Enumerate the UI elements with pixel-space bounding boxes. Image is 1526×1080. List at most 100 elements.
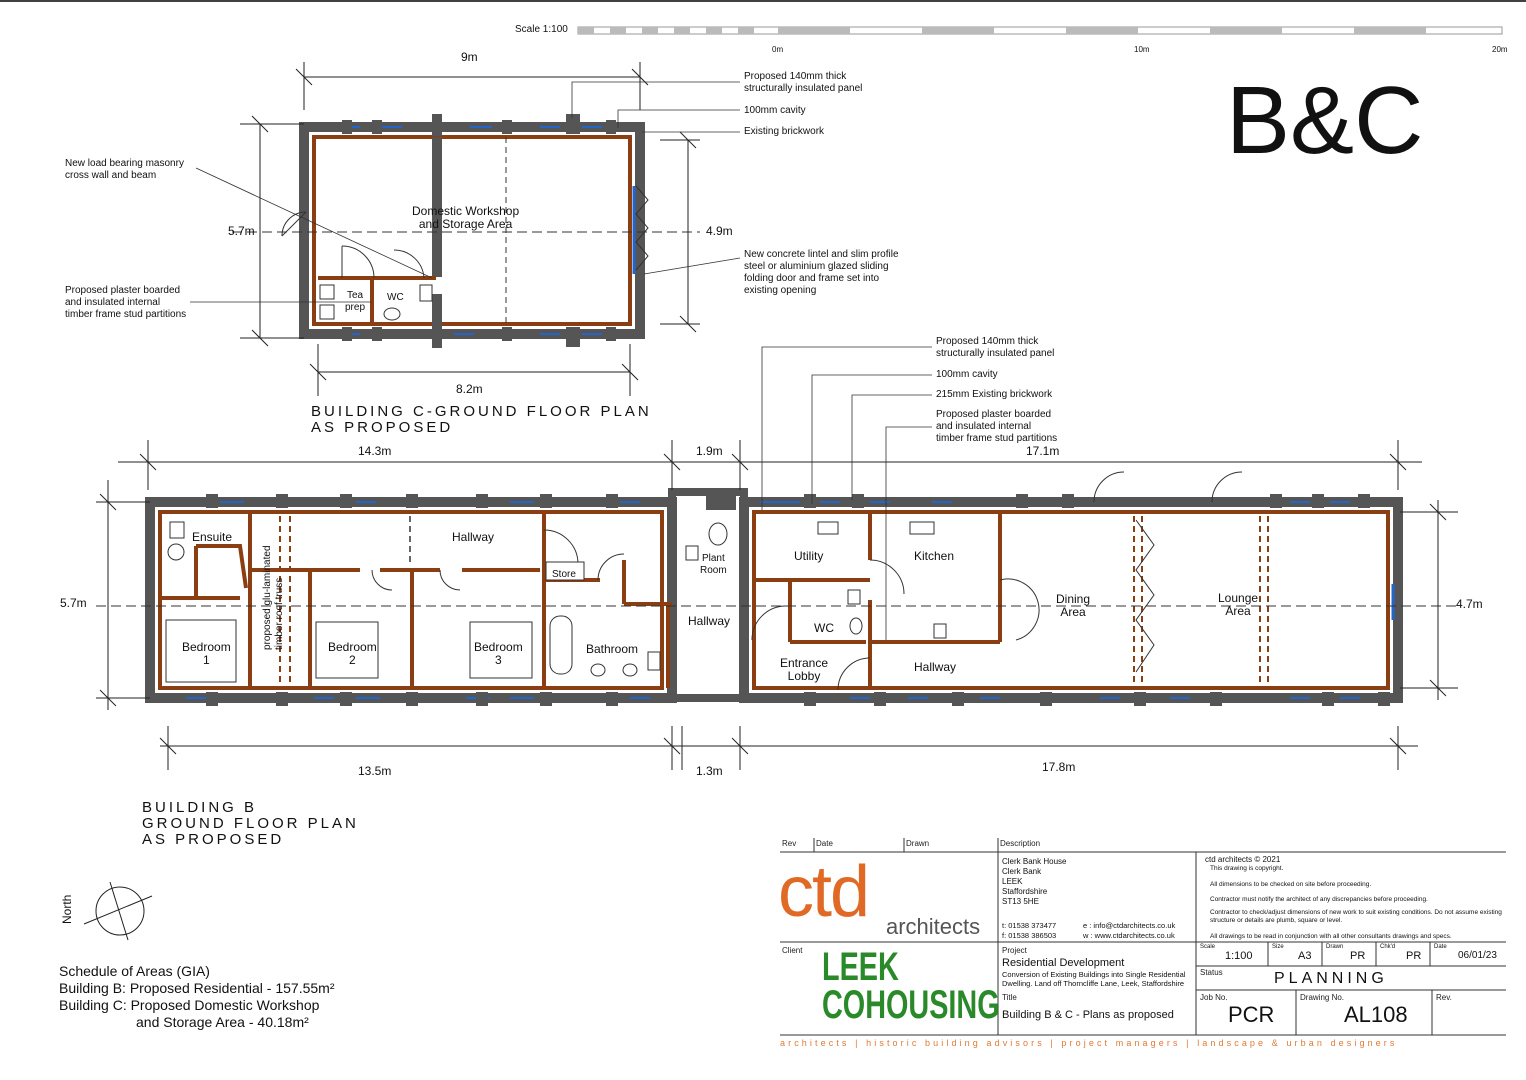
tb-footer: architects | historic building advisors …	[780, 1038, 1398, 1048]
tb-size-label: Size	[1272, 944, 1284, 950]
c-room-workshop: Domestic Workshop and Storage Area	[412, 204, 520, 231]
tb-chkd: PR	[1406, 950, 1422, 962]
building-c-plan	[190, 62, 741, 396]
tb-note-2: All dimensions to be checked on site bef…	[1210, 881, 1372, 888]
b-room-hallway-mid: Hallway	[688, 614, 731, 628]
b-truss-note: proposed glu-laminated timber roof truss	[262, 545, 285, 650]
b-room-dining: Dining Area	[1056, 592, 1091, 619]
tb-description-header: Description	[1000, 839, 1041, 848]
leek-cohousing-logo: LEEK COHOUSING	[822, 945, 1000, 1027]
c-caption: BUILDING C-GROUND FLOOR PLAN AS PROPOSED	[311, 403, 652, 436]
tb-status-label: Status	[1200, 968, 1223, 977]
tb-drawn: PR	[1350, 950, 1366, 962]
b-room-bed1: Bedroom 1	[182, 640, 231, 667]
c-note-partition: Proposed plaster boarded and insulated i…	[65, 285, 187, 320]
b-dim-left: 5.7m	[60, 596, 87, 610]
b-room-bed3: Bedroom 3	[474, 640, 523, 667]
b-room-lounge: Lounge Area	[1218, 591, 1259, 618]
tb-job: PCR	[1228, 1002, 1275, 1027]
b-dim-right: 4.7m	[1456, 597, 1483, 611]
tb-note-4: Contractor to check/adjust dimensions of…	[1210, 909, 1502, 924]
c-note-lintel: New concrete lintel and slim profile ste…	[744, 249, 899, 296]
tb-note-3: Contractor must notify the architect of …	[1210, 896, 1428, 903]
b-room-store: Store	[552, 569, 576, 580]
tb-rev-header: Rev	[782, 839, 797, 848]
b-room-ensuite: Ensuite	[192, 530, 233, 544]
drawing-title-bc: B&C	[1226, 67, 1424, 174]
b-dim-top-right: 17.1m	[1026, 444, 1060, 458]
tb-status: PLANNING	[1274, 970, 1388, 987]
b-note-cavity: 100mm cavity	[936, 369, 998, 380]
b-caption: BUILDING B GROUND FLOOR PLAN AS PROPOSED	[142, 799, 359, 848]
north-label: North	[60, 894, 74, 924]
c-note-panel: Proposed 140mm thick structurally insula…	[744, 71, 863, 94]
tb-scale-label: Scale	[1200, 944, 1216, 950]
tb-note-1: This drawing is copyright.	[1210, 865, 1284, 872]
tb-title-label: Title	[1002, 993, 1017, 1002]
tb-project: Residential Development	[1002, 957, 1125, 969]
tb-rev-label: Rev.	[1436, 993, 1452, 1002]
b-note-brick: 215mm Existing brickwork	[936, 389, 1053, 400]
tb-drawn-label: Drawn	[1326, 944, 1344, 950]
b-note-partition: Proposed plaster boarded and insulated i…	[936, 409, 1058, 444]
b-room-utility: Utility	[794, 549, 824, 563]
b-dim-top-mid: 1.9m	[696, 444, 723, 458]
scale-tick-20: 20m	[1492, 45, 1508, 54]
schedule-line-2: Building C: Proposed Domestic Workshop	[59, 997, 320, 1013]
tb-note-5: All drawings to be read in conjunction w…	[1210, 933, 1452, 940]
tb-client-label: Client	[782, 946, 803, 955]
tb-drawing-label: Drawing No.	[1300, 993, 1345, 1002]
tb-copyright: ctd architects © 2021	[1205, 855, 1281, 864]
scale-tick-0: 0m	[772, 45, 784, 54]
scale-label: Scale 1:100	[515, 24, 568, 35]
c-dim-bottom: 8.2m	[456, 382, 483, 396]
title-block-frame	[780, 838, 1506, 1036]
tb-date-header: Date	[816, 839, 833, 848]
ctd-logo-sub: architects	[886, 914, 981, 939]
tb-project-label: Project	[1002, 946, 1027, 955]
scale-bar	[577, 26, 1503, 35]
tb-scale: 1:100	[1225, 950, 1253, 962]
schedule-title: Schedule of Areas (GIA)	[59, 963, 210, 979]
tb-web: e : info@ctdarchitects.co.uk w : www.ctd…	[1083, 921, 1176, 940]
c-room-wc: WC	[387, 292, 404, 303]
tb-project-desc: Conversion of Existing Buildings into Si…	[1002, 970, 1186, 988]
b-dim-top-left: 14.3m	[358, 444, 392, 458]
c-note-cavity: 100mm cavity	[744, 105, 806, 116]
tb-job-label: Job No.	[1200, 993, 1228, 1002]
b-room-plant: Plant Room	[700, 553, 727, 576]
c-dim-right: 4.9m	[706, 224, 733, 238]
b-dim-bottom-left: 13.5m	[358, 764, 392, 778]
tb-chkd-label: Chk'd	[1380, 944, 1396, 950]
b-room-wc: WC	[814, 621, 834, 635]
b-note-panel: Proposed 140mm thick structurally insula…	[936, 336, 1055, 359]
c-room-tea: Tea prep	[345, 290, 366, 313]
ctd-logo: ctd	[778, 852, 870, 932]
b-room-hallway-bottom: Hallway	[914, 660, 957, 674]
c-dim-top: 9m	[461, 50, 478, 64]
tb-date-label: Date	[1434, 944, 1447, 950]
schedule-line-1: Building B: Proposed Residential - 157.5…	[59, 980, 335, 996]
b-dim-bottom-mid: 1.3m	[696, 764, 723, 778]
c-note-crosswall: New load bearing masonry cross wall and …	[65, 158, 184, 181]
tb-date: 06/01/23	[1458, 950, 1497, 961]
tb-title: Building B & C - Plans as proposed	[1002, 1009, 1174, 1021]
b-room-bathroom: Bathroom	[586, 642, 639, 656]
b-room-lobby: Entrance Lobby	[780, 656, 829, 683]
tb-drawn-header: Drawn	[906, 839, 930, 848]
b-room-kitchen: Kitchen	[914, 549, 955, 563]
schedule-line-3: and Storage Area - 40.18m²	[136, 1014, 309, 1030]
c-note-brick: Existing brickwork	[744, 126, 825, 137]
building-b-plan	[96, 346, 1460, 770]
b-dim-bottom-right: 17.8m	[1042, 760, 1076, 774]
b-room-bed2: Bedroom 2	[328, 640, 377, 667]
north-arrow	[83, 881, 153, 941]
c-dim-left: 5.7m	[228, 224, 255, 238]
b-room-hallway-top: Hallway	[452, 530, 495, 544]
tb-size: A3	[1298, 950, 1312, 962]
tb-address: Clerk Bank House Clerk Bank LEEK Staffor…	[1002, 857, 1067, 906]
scale-tick-10: 10m	[1134, 45, 1150, 54]
tb-tel: t: 01538 373477 f: 01538 386503	[1002, 921, 1057, 940]
tb-drawing: AL108	[1344, 1002, 1408, 1027]
